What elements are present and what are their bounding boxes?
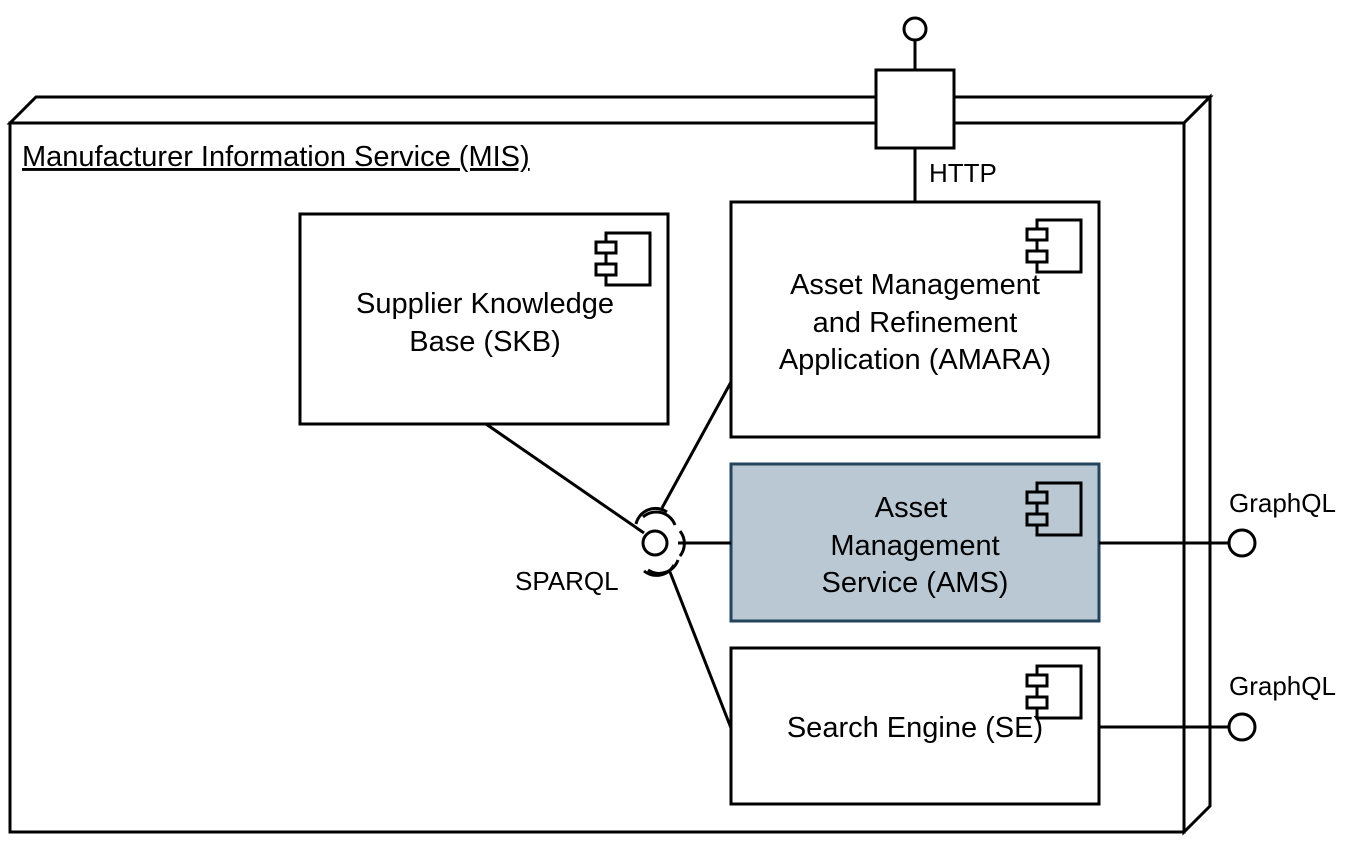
- sparql-label: SPARQL: [515, 566, 619, 596]
- sparql-lollipop-icon[interactable]: [641, 529, 669, 557]
- se-label: Search Engine (SE): [787, 712, 1043, 744]
- amara-label-line-1: Asset Management: [790, 269, 1040, 301]
- amara-component[interactable]: Asset Management and Refinement Applicat…: [729, 200, 1101, 439]
- ams-label-line-1: Asset: [875, 492, 948, 524]
- se-sparql-connector: [668, 571, 733, 729]
- component-icon: [1025, 481, 1083, 537]
- http-label: HTTP: [929, 158, 997, 188]
- http-port[interactable]: [874, 68, 956, 150]
- se-graphql-lollipop-icon[interactable]: [1227, 712, 1257, 742]
- skb-label-line-2: Base (SKB): [409, 326, 561, 358]
- http-lollipop-icon: [902, 16, 928, 42]
- ams-graphql-label: GraphQL: [1229, 488, 1336, 518]
- mis-node-side-face: [1182, 93, 1212, 836]
- component-icon: [1025, 664, 1083, 720]
- mis-node-title: Manufacturer Information Service (MIS): [22, 141, 530, 173]
- se-graphql-label: GraphQL: [1229, 671, 1336, 701]
- ams-component[interactable]: Asset Management Service (AMS): [729, 462, 1101, 623]
- amara-label-line-3: Application (AMARA): [779, 344, 1051, 376]
- amara-sparql-connector: [660, 381, 733, 509]
- ams-label-line-3: Service (AMS): [822, 567, 1009, 599]
- component-icon: [594, 231, 652, 287]
- skb-label-line-1: Supplier Knowledge: [356, 288, 614, 320]
- se-component[interactable]: Search Engine (SE): [729, 646, 1101, 806]
- sparql-socket-icon: [634, 506, 686, 577]
- skb-sparql-connector: [485, 422, 645, 535]
- ams-label-line-2: Management: [830, 530, 999, 562]
- ams-graphql-lollipop-icon[interactable]: [1227, 528, 1257, 558]
- component-icon: [1025, 218, 1083, 274]
- amara-label-line-2: and Refinement: [813, 307, 1018, 339]
- skb-component[interactable]: Supplier Knowledge Base (SKB): [298, 212, 670, 426]
- mis-node-top-face: [6, 95, 1214, 125]
